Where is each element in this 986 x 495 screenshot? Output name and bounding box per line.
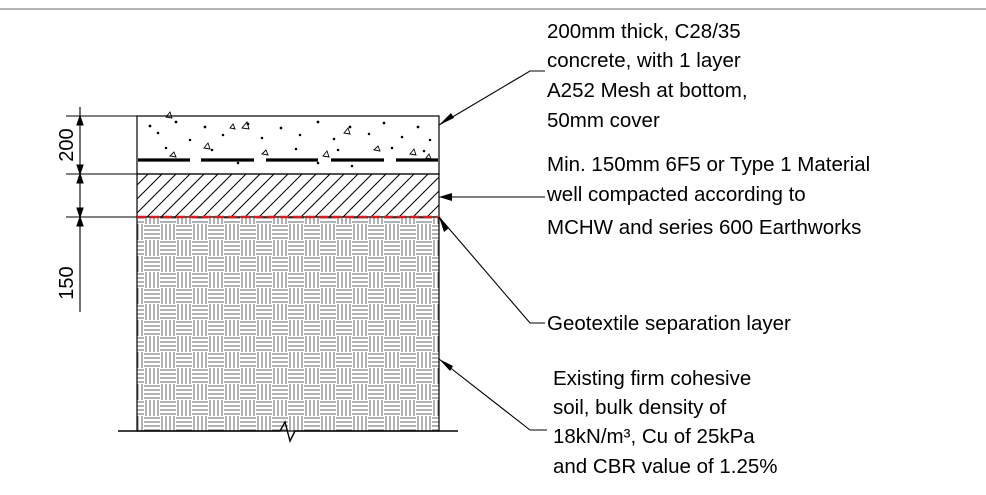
arrow-geotextile bbox=[439, 217, 449, 232]
leader-geotextile bbox=[438, 216, 545, 324]
subbase-layer bbox=[136, 173, 440, 218]
dim-label-150: 150 bbox=[56, 266, 78, 299]
concrete-slab bbox=[136, 115, 440, 175]
note-concrete-line-1: 200mm thick, C28/35 bbox=[547, 20, 741, 43]
note-concrete-line-3: A252 Mesh at bottom, bbox=[547, 79, 748, 102]
arrow-soil bbox=[439, 359, 453, 371]
dimension-chain bbox=[66, 107, 137, 312]
arrow-concrete bbox=[439, 113, 454, 125]
note-soil-line-4: and CBR value of 1.25% bbox=[553, 455, 778, 478]
note-soil-line-3: 18kN/m³, Cu of 25kPa bbox=[553, 425, 755, 448]
note-soil-line-2: soil, bulk density of bbox=[553, 396, 727, 419]
dim-arrow-1 bbox=[76, 114, 84, 126]
note-subbase-line-3: MCHW and series 600 Earthworks bbox=[547, 216, 861, 239]
note-soil: Existing firm cohesive soil, bulk densit… bbox=[553, 367, 778, 478]
concrete-stipple bbox=[148, 111, 432, 168]
leader-concrete bbox=[438, 70, 545, 126]
pavement-layers bbox=[118, 111, 458, 443]
dim-arrow-4 bbox=[76, 207, 84, 219]
dim-arrow-3 bbox=[76, 172, 84, 184]
dim-arrow-2 bbox=[76, 164, 84, 176]
dim-label-200: 200 bbox=[56, 128, 78, 161]
ground-break-line bbox=[118, 420, 458, 443]
note-subbase-line-2: well compacted according to bbox=[546, 183, 806, 206]
leader-soil bbox=[438, 358, 547, 431]
note-geotextile-line-1: Geotextile separation layer bbox=[547, 312, 791, 335]
note-subbase: Min. 150mm 6F5 or Type 1 Material well c… bbox=[546, 153, 870, 239]
note-soil-line-1: Existing firm cohesive bbox=[553, 367, 751, 390]
note-concrete-line-4: 50mm cover bbox=[547, 109, 660, 132]
leader-lines bbox=[438, 70, 547, 431]
leader-arrows bbox=[439, 113, 454, 371]
note-geotextile: Geotextile separation layer bbox=[547, 312, 791, 335]
note-subbase-line-1: Min. 150mm 6F5 or Type 1 Material bbox=[547, 153, 870, 176]
note-concrete-line-2: concrete, with 1 layer bbox=[547, 49, 741, 72]
note-concrete: 200mm thick, C28/35 concrete, with 1 lay… bbox=[547, 20, 748, 132]
dim-arrow-5 bbox=[76, 215, 84, 227]
arrow-subbase bbox=[439, 193, 452, 201]
soil-layer bbox=[136, 216, 440, 432]
